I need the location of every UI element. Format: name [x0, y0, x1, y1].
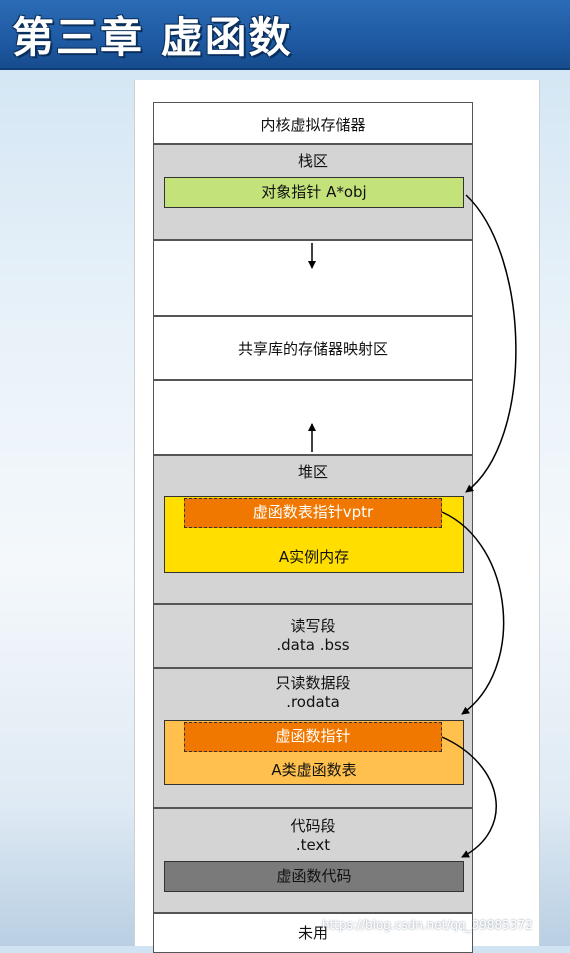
object-pointer-label: 对象指针 A*obj	[261, 183, 367, 201]
virtual-function-pointer-label: 虚函数指针	[275, 727, 351, 745]
object-pointer-box: 对象指针 A*obj	[164, 177, 464, 208]
segment-shared-library: 共享库的存储器映射区	[153, 316, 473, 380]
vptr-label: 虚函数表指针vptr	[252, 503, 374, 521]
segment-heap-label: 堆区	[297, 463, 328, 481]
segment-text-sub: .text	[295, 836, 331, 854]
segment-unused-label: 未用	[297, 924, 328, 942]
segment-kernel: 内核虚拟存储器	[153, 102, 473, 144]
segment-rodata-label: 只读数据段 .rodata	[154, 674, 472, 712]
segment-kernel-label: 内核虚拟存储器	[260, 116, 366, 134]
virtual-function-pointer-box: 虚函数指针	[184, 722, 442, 752]
segment-gap-upper	[153, 240, 473, 316]
vptr-to-vtable-arrow	[441, 511, 505, 715]
virtual-function-code-box: 虚函数代码	[164, 861, 464, 892]
virtual-function-code-label: 虚函数代码	[276, 867, 352, 885]
segment-shared-label: 共享库的存储器映射区	[237, 340, 388, 358]
pointer-to-instance-arrow	[465, 194, 517, 493]
segment-data-title: 读写段	[290, 617, 336, 635]
segment-gap-lower	[153, 380, 473, 455]
segment-stack-label: 栈区	[297, 152, 328, 170]
segment-rodata-title: 只读数据段	[275, 674, 351, 692]
segment-text: 代码段 .text	[153, 808, 473, 913]
segment-data-label: 读写段 .data .bss	[154, 617, 472, 655]
instance-memory-label: A实例内存	[278, 548, 350, 566]
title-banner: 第三章 虚函数	[0, 0, 570, 70]
segment-data-bss: 读写段 .data .bss	[153, 604, 473, 668]
vfptr-to-code-arrow	[441, 736, 497, 858]
watermark: https://blog.csdn.net/qq_39885372	[322, 918, 533, 932]
vptr-box: 虚函数表指针vptr	[184, 498, 442, 528]
vtable-label: A类虚函数表	[271, 761, 357, 779]
segment-text-title: 代码段	[290, 817, 336, 835]
page-title: 第三章 虚函数	[12, 13, 293, 62]
segment-rodata-sub: .rodata	[286, 693, 340, 711]
segment-text-label: 代码段 .text	[154, 817, 472, 855]
segment-data-sub: .data .bss	[276, 636, 350, 654]
